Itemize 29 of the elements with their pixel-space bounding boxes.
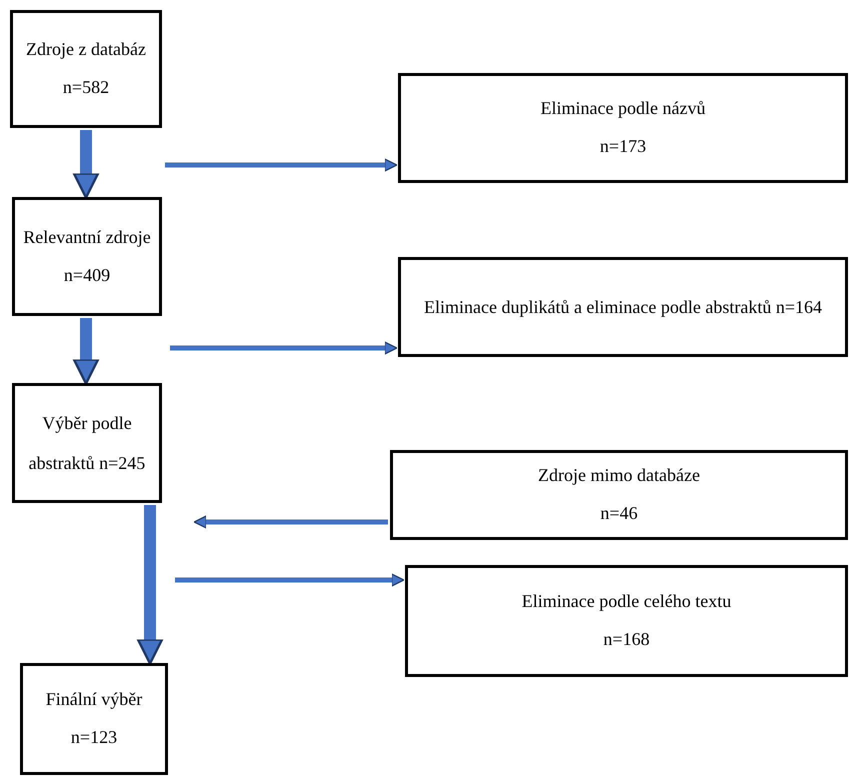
process-box: [390, 450, 848, 540]
box-text: n=168: [603, 629, 650, 651]
box-text: Eliminace podle celého textu: [522, 591, 732, 613]
box-text: n=173: [600, 136, 646, 158]
box-text: n=582: [62, 77, 110, 99]
box-text: n=46: [600, 503, 638, 525]
process-box: [398, 257, 848, 357]
process-box: [405, 565, 848, 677]
process-box: [398, 73, 848, 183]
arrow: [136, 505, 164, 665]
box-text: Finální výběr: [46, 689, 142, 711]
box-text: Eliminace podle názvů: [540, 98, 706, 120]
box-text: Relevantní zdroje: [23, 226, 151, 248]
arrow: [170, 341, 398, 355]
process-box: [12, 383, 162, 503]
arrow: [72, 318, 100, 385]
box-text: Eliminace duplikátů a eliminace podle abstraktů n=164: [424, 296, 822, 319]
arrow: [72, 130, 100, 199]
process-box: [10, 10, 162, 128]
box-text: n=409: [64, 264, 110, 286]
box-text: Zdroje mimo databáze: [538, 465, 700, 487]
arrow: [175, 573, 404, 587]
box-text: Zdroje z databáz: [26, 39, 146, 61]
box-text: Výběr podle abstraktů n=245: [28, 412, 146, 475]
arrow: [165, 158, 398, 172]
arrow: [194, 515, 388, 529]
process-box: [20, 663, 168, 775]
process-box: [12, 197, 162, 316]
box-text: n=123: [70, 727, 118, 749]
